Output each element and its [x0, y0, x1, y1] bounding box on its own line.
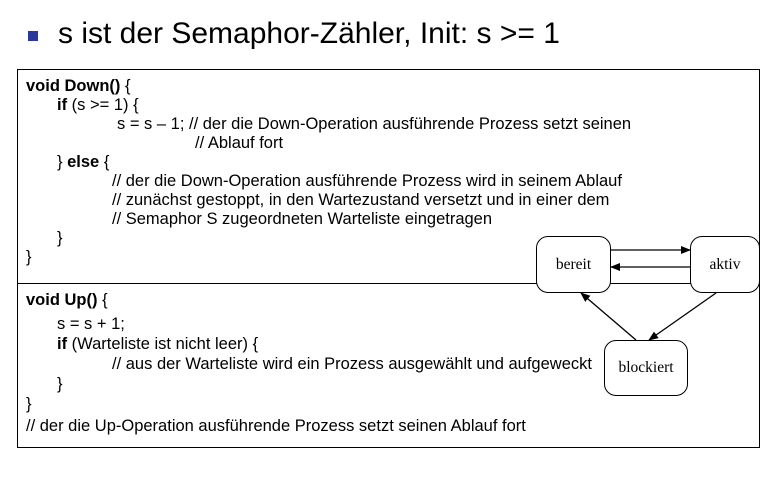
down-else-open: } — [57, 153, 68, 171]
up-signature: void Up() { — [26, 290, 108, 310]
heading-text: s ist der Semaphor-Zähler, Init: s >= 1 — [58, 17, 560, 50]
down-else-comment-3: // Semaphor S zugeordneten Warteliste ei… — [112, 210, 493, 228]
down-close-inner: } — [57, 229, 63, 247]
down-else-brace: { — [99, 153, 110, 171]
arrow-blockiert-to-bereit — [580, 292, 637, 341]
down-signature-keyword: void Down() — [26, 77, 121, 95]
up-assign-line: s = s + 1; — [57, 315, 125, 333]
up-if-line: if (Warteliste ist nicht leer) { — [57, 334, 258, 354]
arrow-aktiv-to-blockiert — [648, 292, 717, 341]
down-else-comment-2: // zunächst gestoppt, in den Wartezustan… — [112, 191, 610, 209]
state-bereit-label: bereit — [555, 255, 592, 273]
down-assign-line: s = s – 1; // der die Down-Operation aus… — [117, 115, 632, 133]
up-trailer-comment: // der die Up-Operation ausführende Proz… — [26, 417, 526, 435]
down-else-comment-1: // der die Down-Operation ausführende Pr… — [112, 172, 622, 190]
up-if-condition: (Warteliste ist nicht leer) { — [67, 335, 259, 353]
state-blockiert: blockiert — [604, 340, 688, 396]
up-signature-brace: { — [97, 291, 108, 309]
bullet-square-icon — [28, 31, 38, 41]
up-close-outer: } — [26, 395, 32, 413]
down-else-line: } else { — [57, 152, 109, 172]
down-close-outer: } — [26, 248, 32, 266]
down-signature-brace: { — [120, 77, 131, 95]
up-close-inner: } — [57, 375, 63, 393]
heading-line: s ist der Semaphor-Zähler, Init: s >= 1 — [28, 14, 560, 54]
down-signature: void Down() { — [26, 76, 131, 96]
down-if-condition: (s >= 1) { — [67, 96, 139, 114]
state-blockiert-label: blockiert — [618, 359, 674, 376]
up-signature-keyword: void Up() — [26, 291, 98, 309]
section-divider — [18, 283, 759, 284]
down-assign-continuation: // Ablauf fort — [195, 134, 284, 152]
up-if-keyword: if — [57, 335, 68, 353]
down-if-keyword: if — [57, 96, 68, 114]
state-aktiv-label: aktiv — [709, 255, 741, 273]
state-bereit: bereit — [536, 236, 611, 293]
code-box: void Down() { if (s >= 1) { s = s – 1; /… — [17, 69, 760, 448]
up-comment: // aus der Warteliste wird ein Prozess a… — [112, 355, 592, 373]
down-else-keyword: else — [67, 153, 100, 171]
state-aktiv: aktiv — [690, 236, 760, 293]
down-if-line: if (s >= 1) { — [57, 95, 139, 115]
